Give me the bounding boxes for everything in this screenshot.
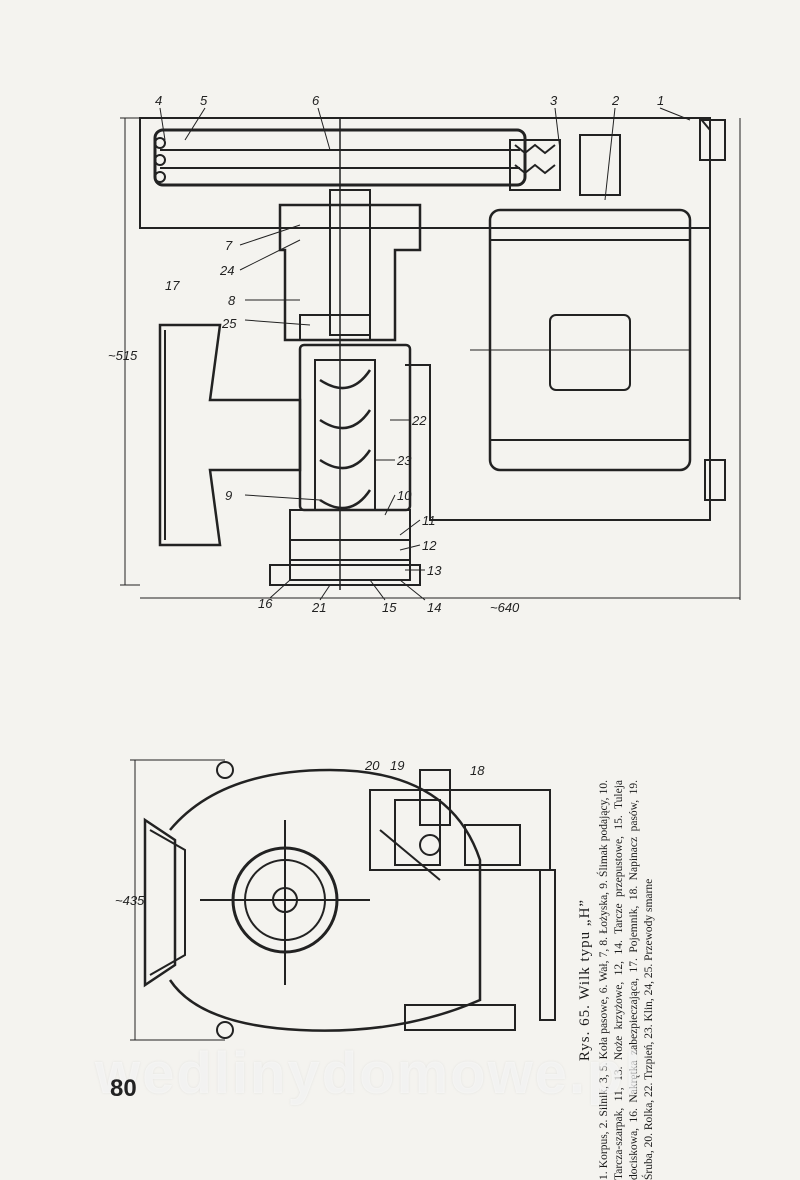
callout-24: 24 [219,263,234,278]
callout-6: 6 [312,93,320,108]
callout-3: 3 [550,93,558,108]
page-number: 80 [110,1075,137,1102]
callout-16: 16 [258,596,273,611]
callout-23: 23 [396,453,412,468]
callout-5: 5 [200,93,208,108]
callout-1: 1 [657,93,664,108]
callout-9: 9 [225,488,232,503]
callout-7: 7 [225,238,233,253]
callout-2: 2 [611,93,620,108]
callout-10: 10 [397,488,412,503]
callout-14: 14 [427,600,441,615]
caption-title: Rys. 65. Wilk typu „H” [577,898,593,1062]
dim-length-top: ~640 [490,600,520,615]
callout-15: 15 [382,600,397,615]
callout-8: 8 [228,293,236,308]
callout-22: 22 [411,413,427,428]
callout-11: 11 [422,513,436,528]
callout-13: 13 [427,563,442,578]
figure-caption: Rys. 65. Wilk typu „H” 1. Korpus, 2. Sil… [577,780,738,1180]
callout-12: 12 [422,538,437,553]
dim-height-top: ~515 [108,348,138,363]
watermark: wedlinydomowe.pl [95,1041,643,1106]
callout-4: 4 [155,93,162,108]
callout-20: 20 [364,758,380,773]
callout-17: 17 [165,278,180,293]
callout-21: 21 [311,600,326,615]
callout-18: 18 [470,763,485,778]
callout-19: 19 [390,758,404,773]
dim-width-bottom: ~435 [115,893,145,908]
callout-25: 25 [221,316,237,331]
caption-body: 1. Korpus, 2. Silnik, 3, 5. Koła pasowe,… [598,780,655,1180]
